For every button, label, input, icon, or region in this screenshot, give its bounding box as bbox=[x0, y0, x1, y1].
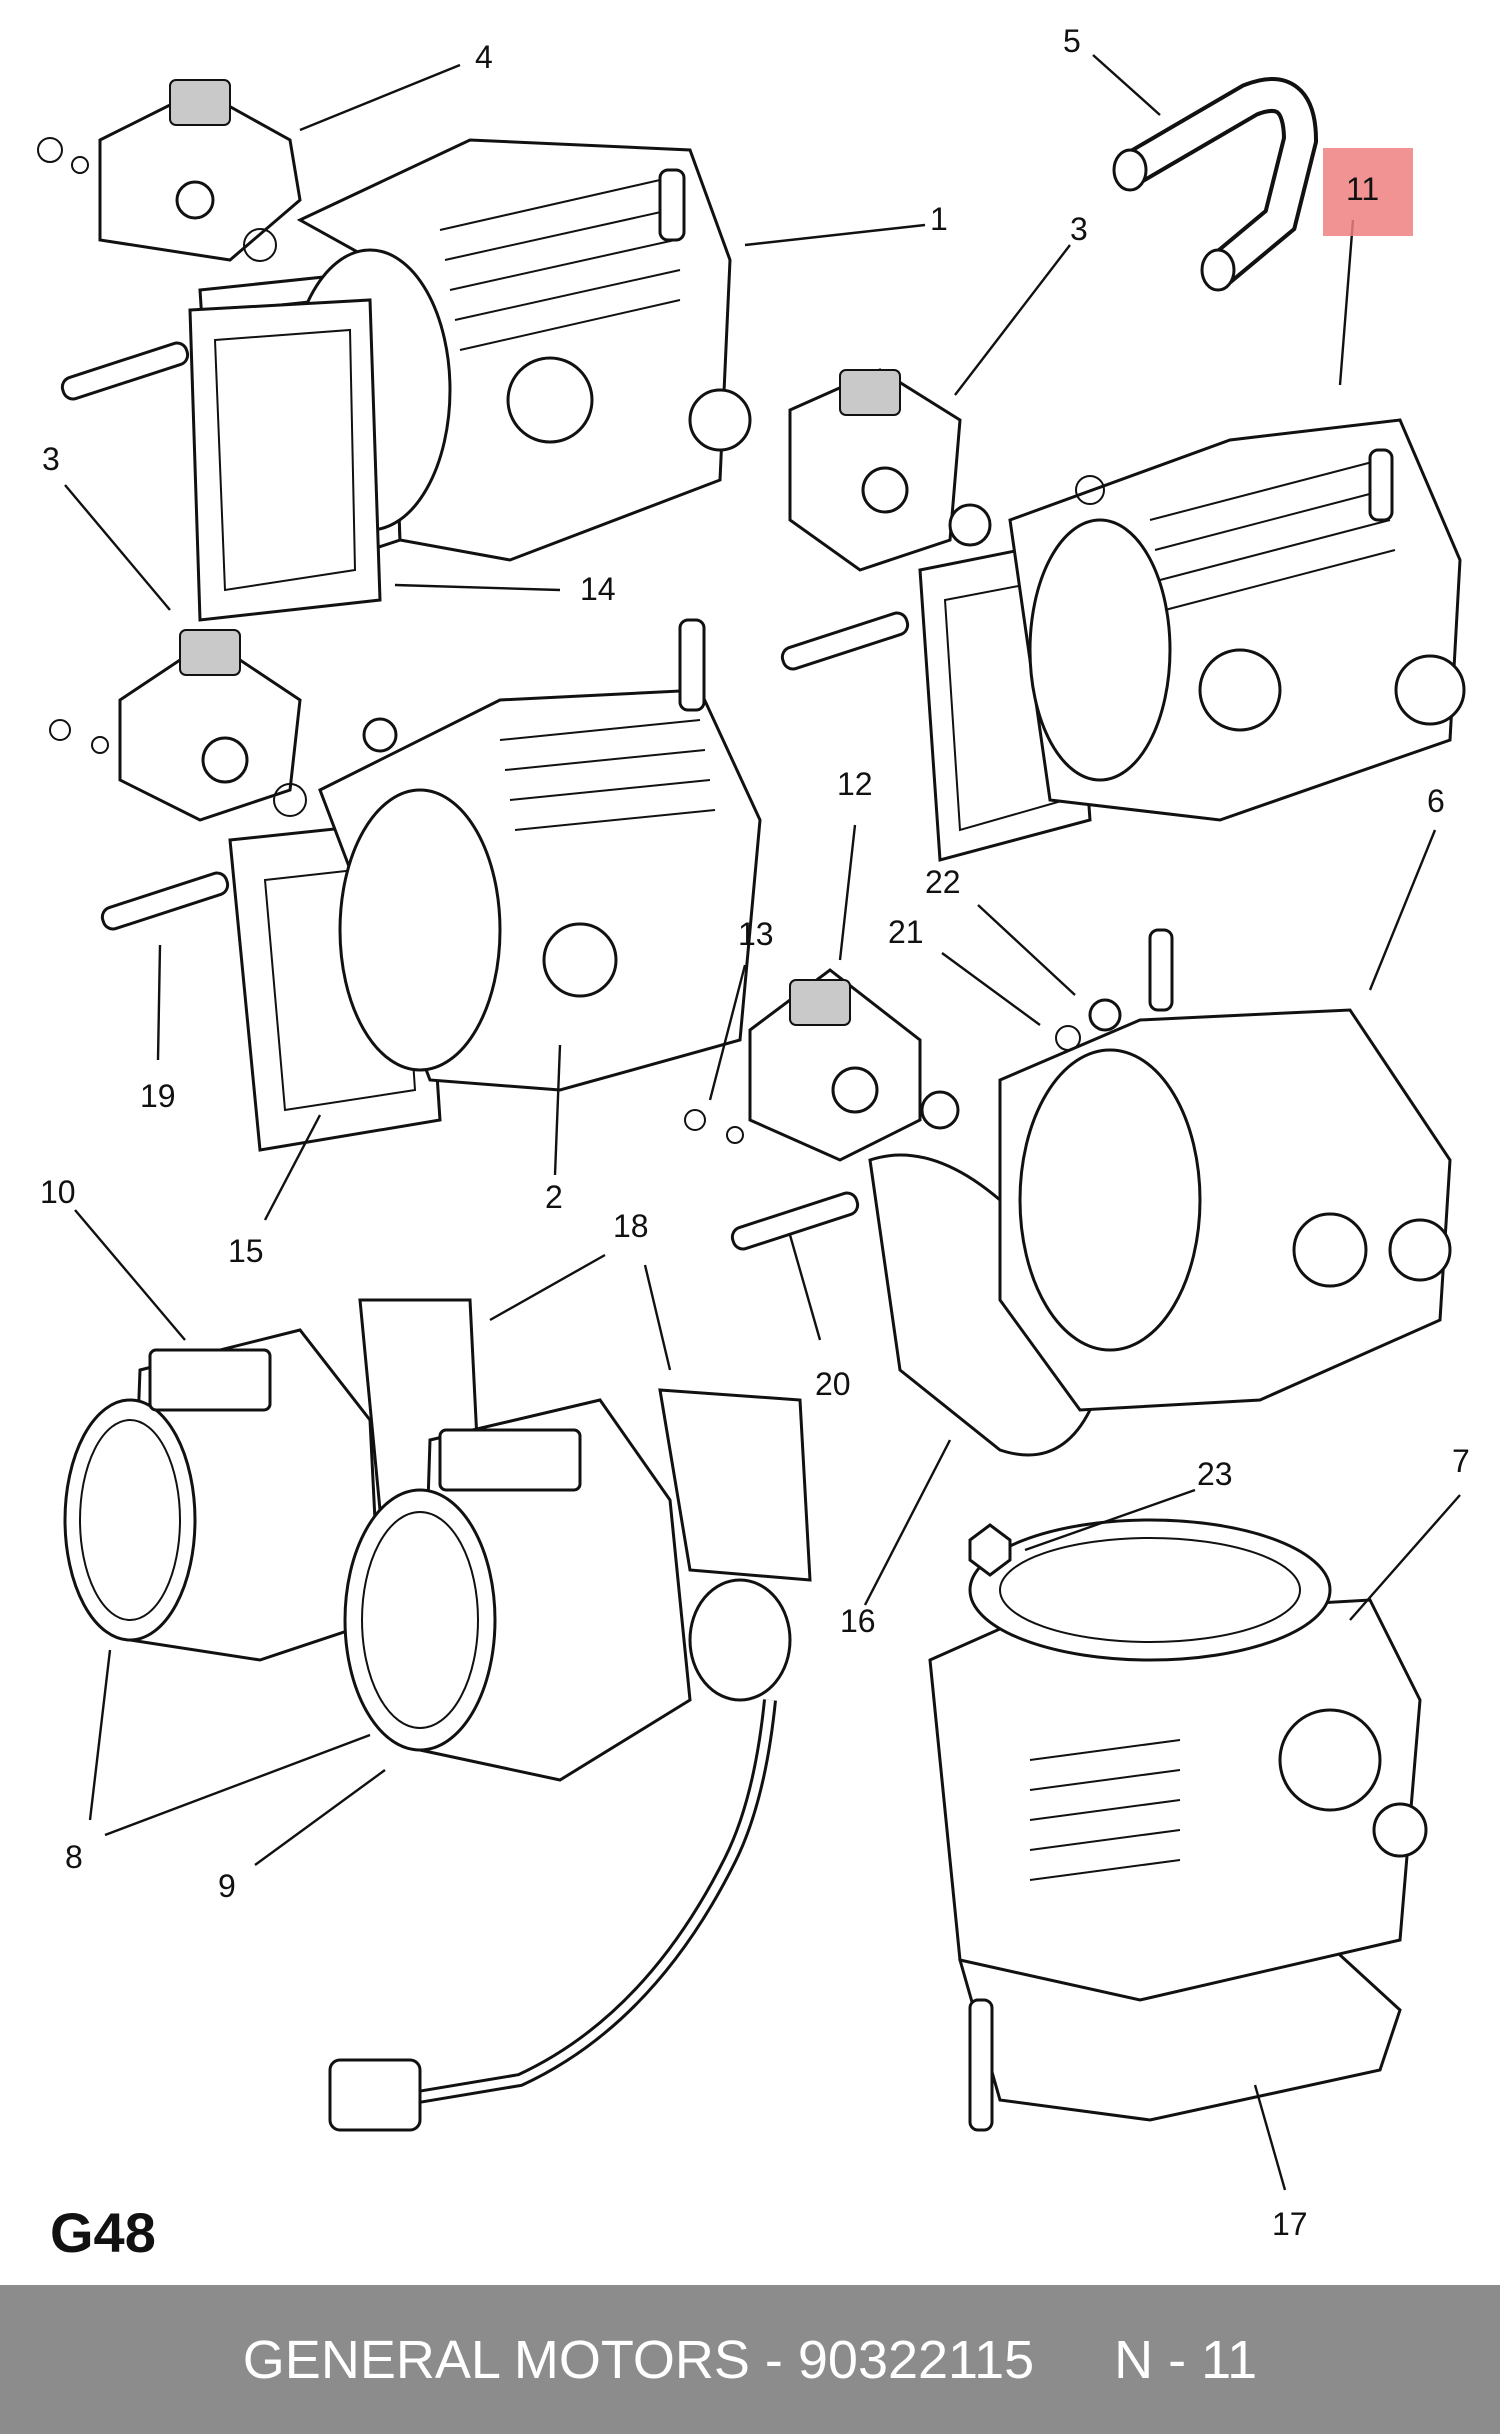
callout-22: 22 bbox=[925, 864, 961, 900]
callout-18: 18 bbox=[613, 1208, 649, 1244]
callout-15: 15 bbox=[228, 1233, 264, 1269]
footer-ref: N - 11 bbox=[1114, 2329, 1258, 2390]
callout-2: 2 bbox=[545, 1179, 563, 1215]
throttle-body-1-drawing bbox=[37, 79, 752, 622]
callout-19: 19 bbox=[140, 1078, 176, 1114]
throttle-body-2-drawing bbox=[49, 618, 762, 1152]
exploded-parts-diagram: 4 5 11 1 3 3 14 6 12 22 21 13 19 2 15 10… bbox=[37, 23, 1470, 2242]
callout-6: 6 bbox=[1427, 783, 1445, 819]
throttle-body-8-9-drawing bbox=[63, 1298, 812, 2132]
callout-9: 9 bbox=[218, 1868, 236, 1904]
callout-11: 11 bbox=[1346, 171, 1379, 207]
callout-labels: 4 5 11 1 3 3 14 6 12 22 21 13 19 2 15 10… bbox=[40, 23, 1470, 2242]
throttle-body-6-drawing bbox=[684, 928, 1452, 1457]
highlighted-part-box bbox=[1323, 148, 1413, 236]
throttle-body-7-drawing bbox=[928, 1518, 1428, 2132]
callout-13: 13 bbox=[738, 916, 774, 952]
callout-1: 1 bbox=[930, 201, 948, 237]
callout-17: 17 bbox=[1272, 2206, 1308, 2242]
callout-12: 12 bbox=[837, 766, 873, 802]
footer-bar: GENERAL MOTORS - 90322115 N - 11 bbox=[0, 2285, 1500, 2434]
leader-lines bbox=[64, 54, 1461, 2191]
callout-21: 21 bbox=[888, 914, 924, 950]
callout-5: 5 bbox=[1063, 23, 1081, 59]
footer-brand-part: GENERAL MOTORS - 90322115 bbox=[242, 2329, 1035, 2390]
callout-16: 16 bbox=[840, 1603, 876, 1639]
callout-20: 20 bbox=[815, 1366, 851, 1402]
callout-23: 23 bbox=[1197, 1456, 1233, 1492]
throttle-body-11-drawing bbox=[780, 368, 1466, 862]
callout-3-top: 3 bbox=[1070, 211, 1088, 247]
callout-10: 10 bbox=[40, 1174, 76, 1210]
callout-14: 14 bbox=[580, 571, 616, 607]
callout-8: 8 bbox=[65, 1839, 83, 1875]
callout-3-left: 3 bbox=[42, 441, 60, 477]
hose-5-drawing bbox=[1112, 77, 1319, 292]
callout-7: 7 bbox=[1452, 1443, 1470, 1479]
page-code: G48 bbox=[50, 2201, 156, 2264]
callout-4: 4 bbox=[475, 39, 493, 75]
